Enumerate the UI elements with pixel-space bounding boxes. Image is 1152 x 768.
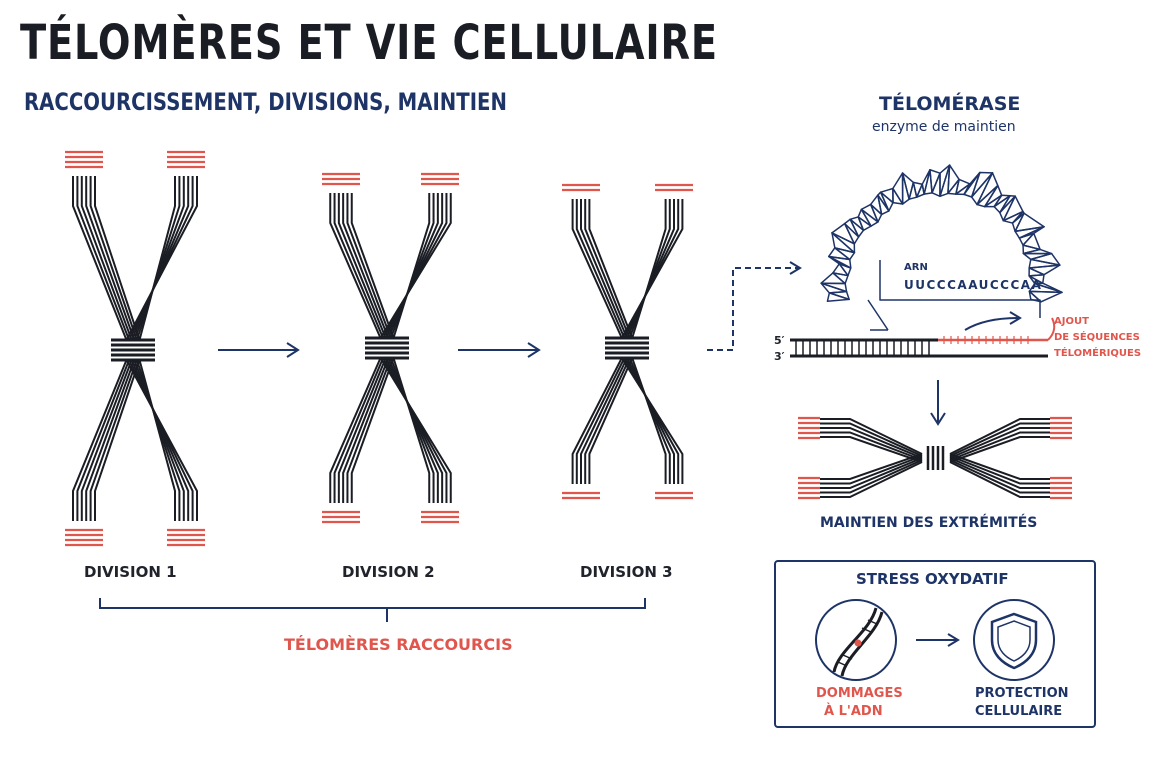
telomerase-subtitle: enzyme de maintien: [872, 119, 1016, 135]
shield-icon: [973, 599, 1055, 681]
division-2-label: DIVISION 2: [342, 563, 435, 581]
division-3-label: DIVISION 3: [580, 563, 673, 581]
shortened-telomeres-label: TÉLOMÈRES RACCOURCIS: [284, 635, 513, 654]
arrow-right-icon: [916, 633, 960, 647]
chromosome-division-1: [65, 150, 205, 547]
page-title: TÉLOMÈRES ET VIE CELLULAIRE: [20, 15, 718, 71]
chromosome-division-3: [562, 183, 693, 500]
arrow-right-icon: [458, 342, 541, 358]
maintenance-label: MAINTIEN DES EXTRÉMITÉS: [820, 515, 1038, 531]
chromosome-group: [65, 150, 693, 547]
strand-3-label: 3′: [774, 350, 785, 363]
arrow-right-icon: [218, 342, 300, 358]
strand-5-label: 5′: [774, 334, 785, 347]
addition-label-line1: AJOUT: [1054, 316, 1089, 327]
maintained-chromosome: [798, 416, 1072, 500]
chromosome-division-2: [322, 172, 459, 524]
rna-label: ARN: [904, 262, 928, 273]
dna-duplex: [790, 317, 1056, 358]
protection-label-line1: PROTECTION: [975, 686, 1069, 701]
curved-arrow-icon: [964, 311, 1022, 331]
division-1-label: DIVISION 1: [84, 563, 177, 581]
arrow-down-icon: [930, 380, 946, 426]
damage-label-line2: À L'ADN: [824, 704, 883, 719]
dashed-arrow-icon: [707, 261, 802, 351]
addition-label-line3: TÉLOMÉRIQUES: [1054, 348, 1142, 359]
addition-label-line2: DE SÉQUENCES: [1054, 332, 1140, 343]
stress-title: STRESS OXYDATIF: [856, 570, 1009, 588]
rna-sequence: UUCCCAAUCCCAA: [904, 278, 1043, 292]
telomerase-enzyme-mesh: [820, 164, 1063, 331]
dna-icon: [815, 599, 897, 681]
page-subtitle: RACCOURCISSEMENT, DIVISIONS, MAINTIEN: [24, 88, 507, 116]
stress-panel: [774, 560, 1096, 728]
division-bracket: [99, 598, 646, 622]
telomerase-title: TÉLOMÉRASE: [879, 93, 1021, 115]
damage-label-line1: DOMMAGES: [816, 686, 903, 701]
protection-label-line2: CELLULAIRE: [975, 704, 1063, 719]
